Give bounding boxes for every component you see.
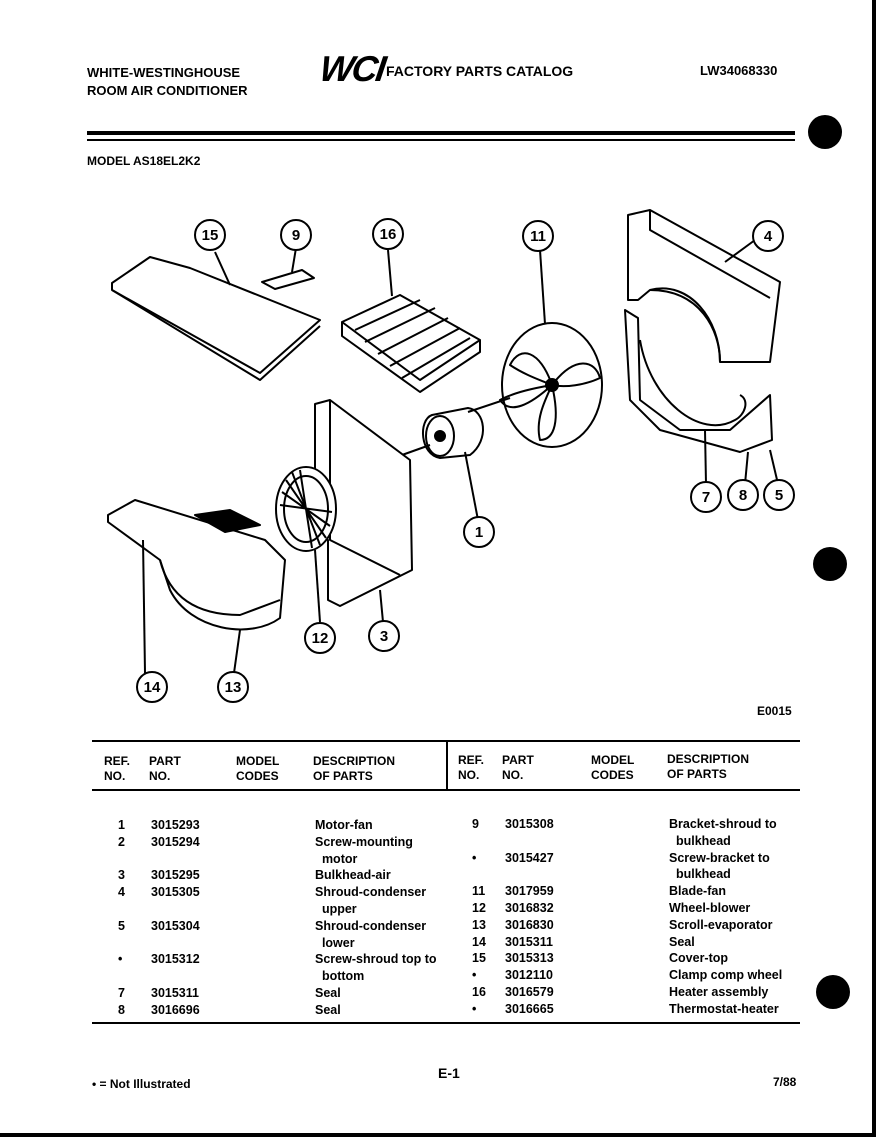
callout-label: 5 bbox=[775, 487, 783, 504]
footer-note: • = Not Illustrated bbox=[92, 1077, 191, 1091]
th-line: NO. bbox=[104, 769, 126, 783]
th-line: OF PARTS bbox=[313, 769, 373, 783]
table-bottom-rule bbox=[92, 1022, 800, 1024]
callout-11 bbox=[522, 220, 554, 252]
callout-16 bbox=[372, 218, 404, 250]
callout-3 bbox=[368, 620, 400, 652]
th-line: MODEL bbox=[236, 754, 280, 768]
catalog-title: FACTORY PARTS CATALOG bbox=[386, 63, 574, 79]
th-line: DESCRIPTION bbox=[667, 752, 750, 766]
table-top-rule bbox=[92, 740, 800, 742]
left-desc-column: Motor-fan Screw-mounting motor Bulkhead-… bbox=[315, 818, 437, 1017]
right-desc-column: Bracket-shroud to bulkhead Screw-bracket… bbox=[669, 817, 783, 1016]
header-rule-thick bbox=[87, 131, 795, 135]
th-line: PART bbox=[149, 754, 181, 768]
binder-hole-middle bbox=[813, 547, 847, 581]
th-line: NO. bbox=[458, 768, 480, 782]
th-line: REF. bbox=[104, 754, 131, 768]
page-number: E-1 bbox=[438, 1065, 460, 1081]
th-line: CODES bbox=[591, 768, 634, 782]
right-ref-column: 9 • 11 12 13 14 15 • 16 • bbox=[472, 817, 486, 1016]
callout-13 bbox=[217, 671, 249, 703]
brand-block: WHITE-WESTINGHOUSE ROOM AIR CONDITIONER bbox=[87, 64, 248, 100]
callout-1 bbox=[463, 516, 495, 548]
callout-8 bbox=[727, 479, 759, 511]
th-line: DESCRIPTION bbox=[313, 754, 396, 768]
model-line: MODEL AS18EL2K2 bbox=[87, 154, 201, 168]
th-line: NO. bbox=[149, 769, 171, 783]
part-shroud-lower bbox=[624, 309, 773, 453]
th-line: MODEL bbox=[591, 753, 635, 767]
part-bracket bbox=[261, 269, 315, 290]
th-line: OF PARTS bbox=[667, 767, 727, 781]
left-part-column: 3015293 3015294 3015295 3015305 3015304 … bbox=[151, 818, 200, 1017]
callout-12 bbox=[304, 622, 336, 654]
callout-label: 11 bbox=[530, 228, 546, 245]
callout-label: 4 bbox=[764, 228, 773, 245]
callout-label: 8 bbox=[739, 487, 747, 504]
th-line: PART bbox=[502, 753, 534, 767]
callout-label: 15 bbox=[202, 227, 219, 244]
table-header-rule bbox=[92, 789, 800, 791]
header-rule-thin bbox=[87, 139, 795, 141]
callout-label: 16 bbox=[380, 226, 397, 243]
catalog-number: LW34068330 bbox=[700, 63, 778, 78]
binder-hole-bottom bbox=[816, 975, 850, 1009]
callout-15 bbox=[194, 219, 226, 251]
th-line: NO. bbox=[502, 768, 524, 782]
th-line: REF. bbox=[458, 753, 485, 767]
callout-5 bbox=[763, 479, 795, 511]
callout-label: 9 bbox=[292, 227, 300, 244]
th-ref-right: REF.NO. bbox=[458, 753, 484, 783]
callout-label: 7 bbox=[702, 489, 710, 506]
diagram-code: E0015 bbox=[757, 704, 792, 718]
callout-label: 14 bbox=[144, 679, 161, 696]
binder-hole-top bbox=[808, 115, 842, 149]
th-ref-left: REF.NO. bbox=[104, 754, 130, 784]
callout-label: 3 bbox=[380, 628, 388, 645]
callout-7 bbox=[690, 481, 722, 513]
callout-label: 1 bbox=[475, 524, 483, 541]
table-divider bbox=[446, 742, 448, 790]
callout-label: 13 bbox=[225, 679, 242, 696]
callout-4 bbox=[752, 220, 784, 252]
callout-9 bbox=[280, 219, 312, 251]
brand-line-2: ROOM AIR CONDITIONER bbox=[87, 83, 248, 98]
callout-14 bbox=[136, 671, 168, 703]
th-line: CODES bbox=[236, 769, 279, 783]
right-part-column: 3015308 3015427 3017959 3016832 3016830 … bbox=[505, 817, 554, 1016]
callout-label: 12 bbox=[312, 630, 329, 647]
part-scroll-evaporator bbox=[107, 499, 286, 631]
left-ref-column: 1 2 3 4 5 • 7 8 bbox=[118, 818, 125, 1017]
brand-line-1: WHITE-WESTINGHOUSE bbox=[87, 65, 241, 80]
footer-date: 7/88 bbox=[773, 1075, 797, 1089]
